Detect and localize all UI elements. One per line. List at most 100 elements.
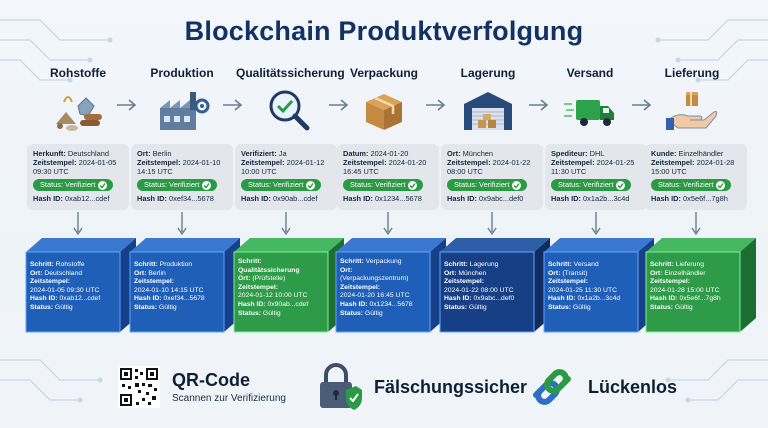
status-text: Status: Verifiziert (350, 180, 406, 189)
block-value: Gültig (363, 309, 383, 317)
block-value: Gültig (261, 309, 281, 317)
card-value: 14:15 UTC (137, 167, 173, 176)
block-versand: Schritt: Versand Ort: (Transit) Zeitstem… (542, 236, 660, 334)
card-label: Herkunft: (33, 149, 66, 158)
block-lagerung: Schritt: Lagerung Ort: München Zeitstemp… (438, 236, 556, 334)
block-text: Schritt: Lieferung Ort: Einzelhändler Ze… (650, 261, 736, 313)
stage-title: Lagerung (460, 66, 516, 80)
block-label: Schritt: (548, 261, 572, 268)
arrow-down-icon (383, 212, 393, 236)
block-label: Hash ID: (238, 300, 266, 308)
block-label: Status: (30, 303, 54, 311)
blockchain-row: Schritt: Rohstoffe Ort: Deutschland Zeit… (0, 236, 768, 336)
block-label: Ort: (340, 266, 353, 274)
block-value: 2024-01-28 15:00 UTC (650, 286, 720, 294)
block-value: 2024-01-12 10:00 UTC (238, 292, 308, 300)
hash-label: Hash ID: (651, 194, 681, 203)
hash-value: 0x9abc...def0 (476, 194, 524, 203)
block-value: München (456, 269, 487, 277)
stage-qualitaetssicherung: Qualitätssicherung (236, 66, 345, 134)
card-label: Spediteur: (551, 149, 588, 158)
block-label: Status: (238, 309, 262, 317)
block-value: (Prüfstelle) (250, 275, 286, 283)
arrow-down-icon (281, 212, 291, 236)
hash-value: 0x1a2b...3c4d (580, 194, 630, 203)
arrow-down-icon (73, 212, 83, 236)
block-value: Rohstoffe (53, 261, 85, 268)
stage-row: Rohstoffe Produktion Qualitätssicherung (0, 66, 768, 246)
arrow-down-icon (487, 212, 497, 236)
block-label: Zeitstempel: (548, 278, 589, 286)
status-text: Status: Verifiziert (40, 180, 96, 189)
block-value: 0x9abc...def0 (471, 295, 515, 303)
block-text: Schritt: Rohstoffe Ort: Deutschland Zeit… (30, 261, 116, 313)
card-label: Datum: (343, 149, 369, 158)
card-label: Zeitstempel: (447, 158, 491, 167)
card-value: München (460, 149, 494, 158)
hash-label: Hash ID: (551, 194, 581, 203)
block-value: 2024-01-25 11:30 UTC (548, 286, 618, 294)
stage-title: Lieferung (664, 66, 720, 80)
arrow-right-icon (529, 99, 549, 111)
block-value: 2024-01-10 14:15 UTC (134, 286, 204, 294)
status-badge: Status: Verifiziert (651, 179, 732, 191)
card-value: 2024-01-28 (694, 158, 735, 167)
block-label: Zeitstempel: (444, 278, 485, 286)
status-badge: Status: Verifiziert (33, 179, 114, 191)
card-value: 2024-01-10 (180, 158, 221, 167)
feature-subtitle: Scannen zur Verifizierung (172, 393, 286, 404)
block-value: 0xef34...5678 (161, 295, 205, 303)
block-qualitaetssicherung: Schritt: Qualitätssicherung Ort: (Prüfst… (232, 236, 350, 334)
stage-title: Qualitätssicherung (236, 66, 345, 80)
block-value: 0xab12...cdef (57, 295, 101, 303)
cube-shape (543, 238, 654, 333)
stage-title: Verpackung (349, 66, 419, 80)
feature-lueckenlos: Lückenlos (528, 352, 677, 422)
hash-value: 0x90ab...cdef (270, 194, 318, 203)
info-card: Herkunft: Deutschland Zeitstempel: 2024-… (27, 144, 129, 210)
block-value: Gültig (467, 303, 487, 311)
status-badge: Status: Verifiziert (343, 179, 424, 191)
warehouse-icon (464, 92, 512, 130)
block-label: Status: (340, 309, 364, 317)
block-label: Status: (134, 303, 158, 311)
feature-title: Lückenlos (588, 376, 678, 397)
card-label: Zeitstempel: (651, 158, 695, 167)
card-value: 08:00 UTC (447, 167, 483, 176)
cube-shape (335, 238, 446, 333)
hash-label: Hash ID: (137, 194, 167, 203)
stage-versand: Versand (541, 66, 639, 134)
page-title: Blockchain Produktverfolgung (184, 16, 584, 46)
status-badge: Status: Verifiziert (241, 179, 322, 191)
block-text: Schritt: Qualitätssicherung Ort: (Prüfst… (238, 258, 324, 318)
status-badge: Status: Verifiziert (137, 179, 218, 191)
cube-shape (129, 238, 240, 333)
arrow-right-icon (223, 99, 243, 111)
card-value: DHL (587, 149, 605, 158)
card-value: 2024-01-20 (368, 149, 409, 158)
card-label: Kunde: (651, 149, 677, 158)
hand-package-icon (666, 92, 718, 130)
block-text: Schritt: Lagerung Ort: München Zeitstemp… (444, 261, 530, 313)
card-value: 2024-01-25 (594, 158, 635, 167)
padlock-shield-icon (320, 363, 362, 410)
block-value: 2024-01-20 16:45 UTC (340, 292, 410, 300)
block-label: Hash ID: (650, 295, 678, 303)
card-value: 2024-01-22 (490, 158, 531, 167)
card-value: Einzelhändler (676, 149, 724, 158)
block-label: Ort: (444, 269, 457, 277)
check-icon (408, 180, 418, 190)
features-row: QR-Code Scannen zur Verifizierung Fälsch… (0, 352, 768, 422)
card-value: 10:00 UTC (241, 167, 277, 176)
card-value: 09:30 UTC (33, 167, 69, 176)
card-label: Zeitstempel: (343, 158, 387, 167)
status-text: Status: Verifiziert (144, 180, 200, 189)
block-label: Schritt: (238, 258, 262, 265)
arrow-right-icon (329, 99, 349, 111)
info-card: Kunde: Einzelhändler Zeitstempel: 2024-0… (645, 144, 747, 210)
check-icon (98, 180, 108, 190)
block-value: Produktion (157, 261, 193, 268)
status-text: Status: Verifiziert (658, 180, 714, 189)
block-label: Schritt: (340, 258, 364, 265)
card-label: Zeitstempel: (241, 158, 285, 167)
